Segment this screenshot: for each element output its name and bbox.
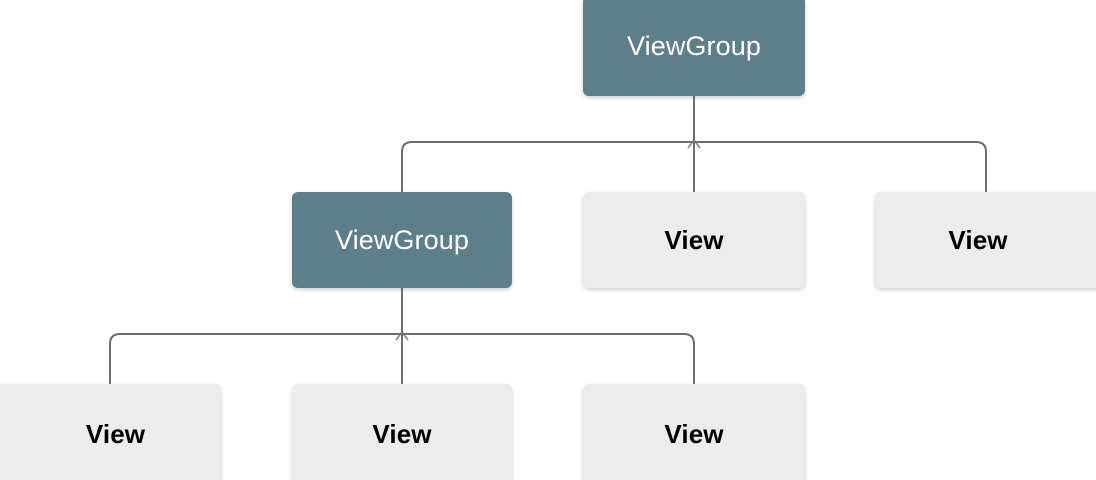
edge-level2-bus [109, 333, 695, 345]
node-label: View [664, 419, 724, 449]
node-label: View [664, 225, 724, 255]
node-label: View [372, 419, 432, 449]
edge-level1-bus [401, 141, 987, 153]
node-l2-viewgroup[interactable]: ViewGroup [292, 192, 512, 288]
edge-junction-level1-icon [687, 139, 701, 149]
node-l2-view-2[interactable]: View [875, 192, 1096, 288]
node-l3-view-3[interactable]: View [583, 384, 805, 480]
node-l3-view-1[interactable]: View [0, 384, 221, 480]
node-label: View [85, 419, 146, 449]
node-root-viewgroup[interactable]: ViewGroup [583, 0, 805, 96]
edge-junction-level2-icon [395, 331, 409, 341]
node-label: ViewGroup [627, 30, 761, 61]
node-label: ViewGroup [335, 224, 469, 255]
node-l3-view-2[interactable]: View [292, 384, 512, 480]
node-label: View [948, 225, 1008, 255]
node-l2-view-1[interactable]: View [583, 192, 805, 288]
